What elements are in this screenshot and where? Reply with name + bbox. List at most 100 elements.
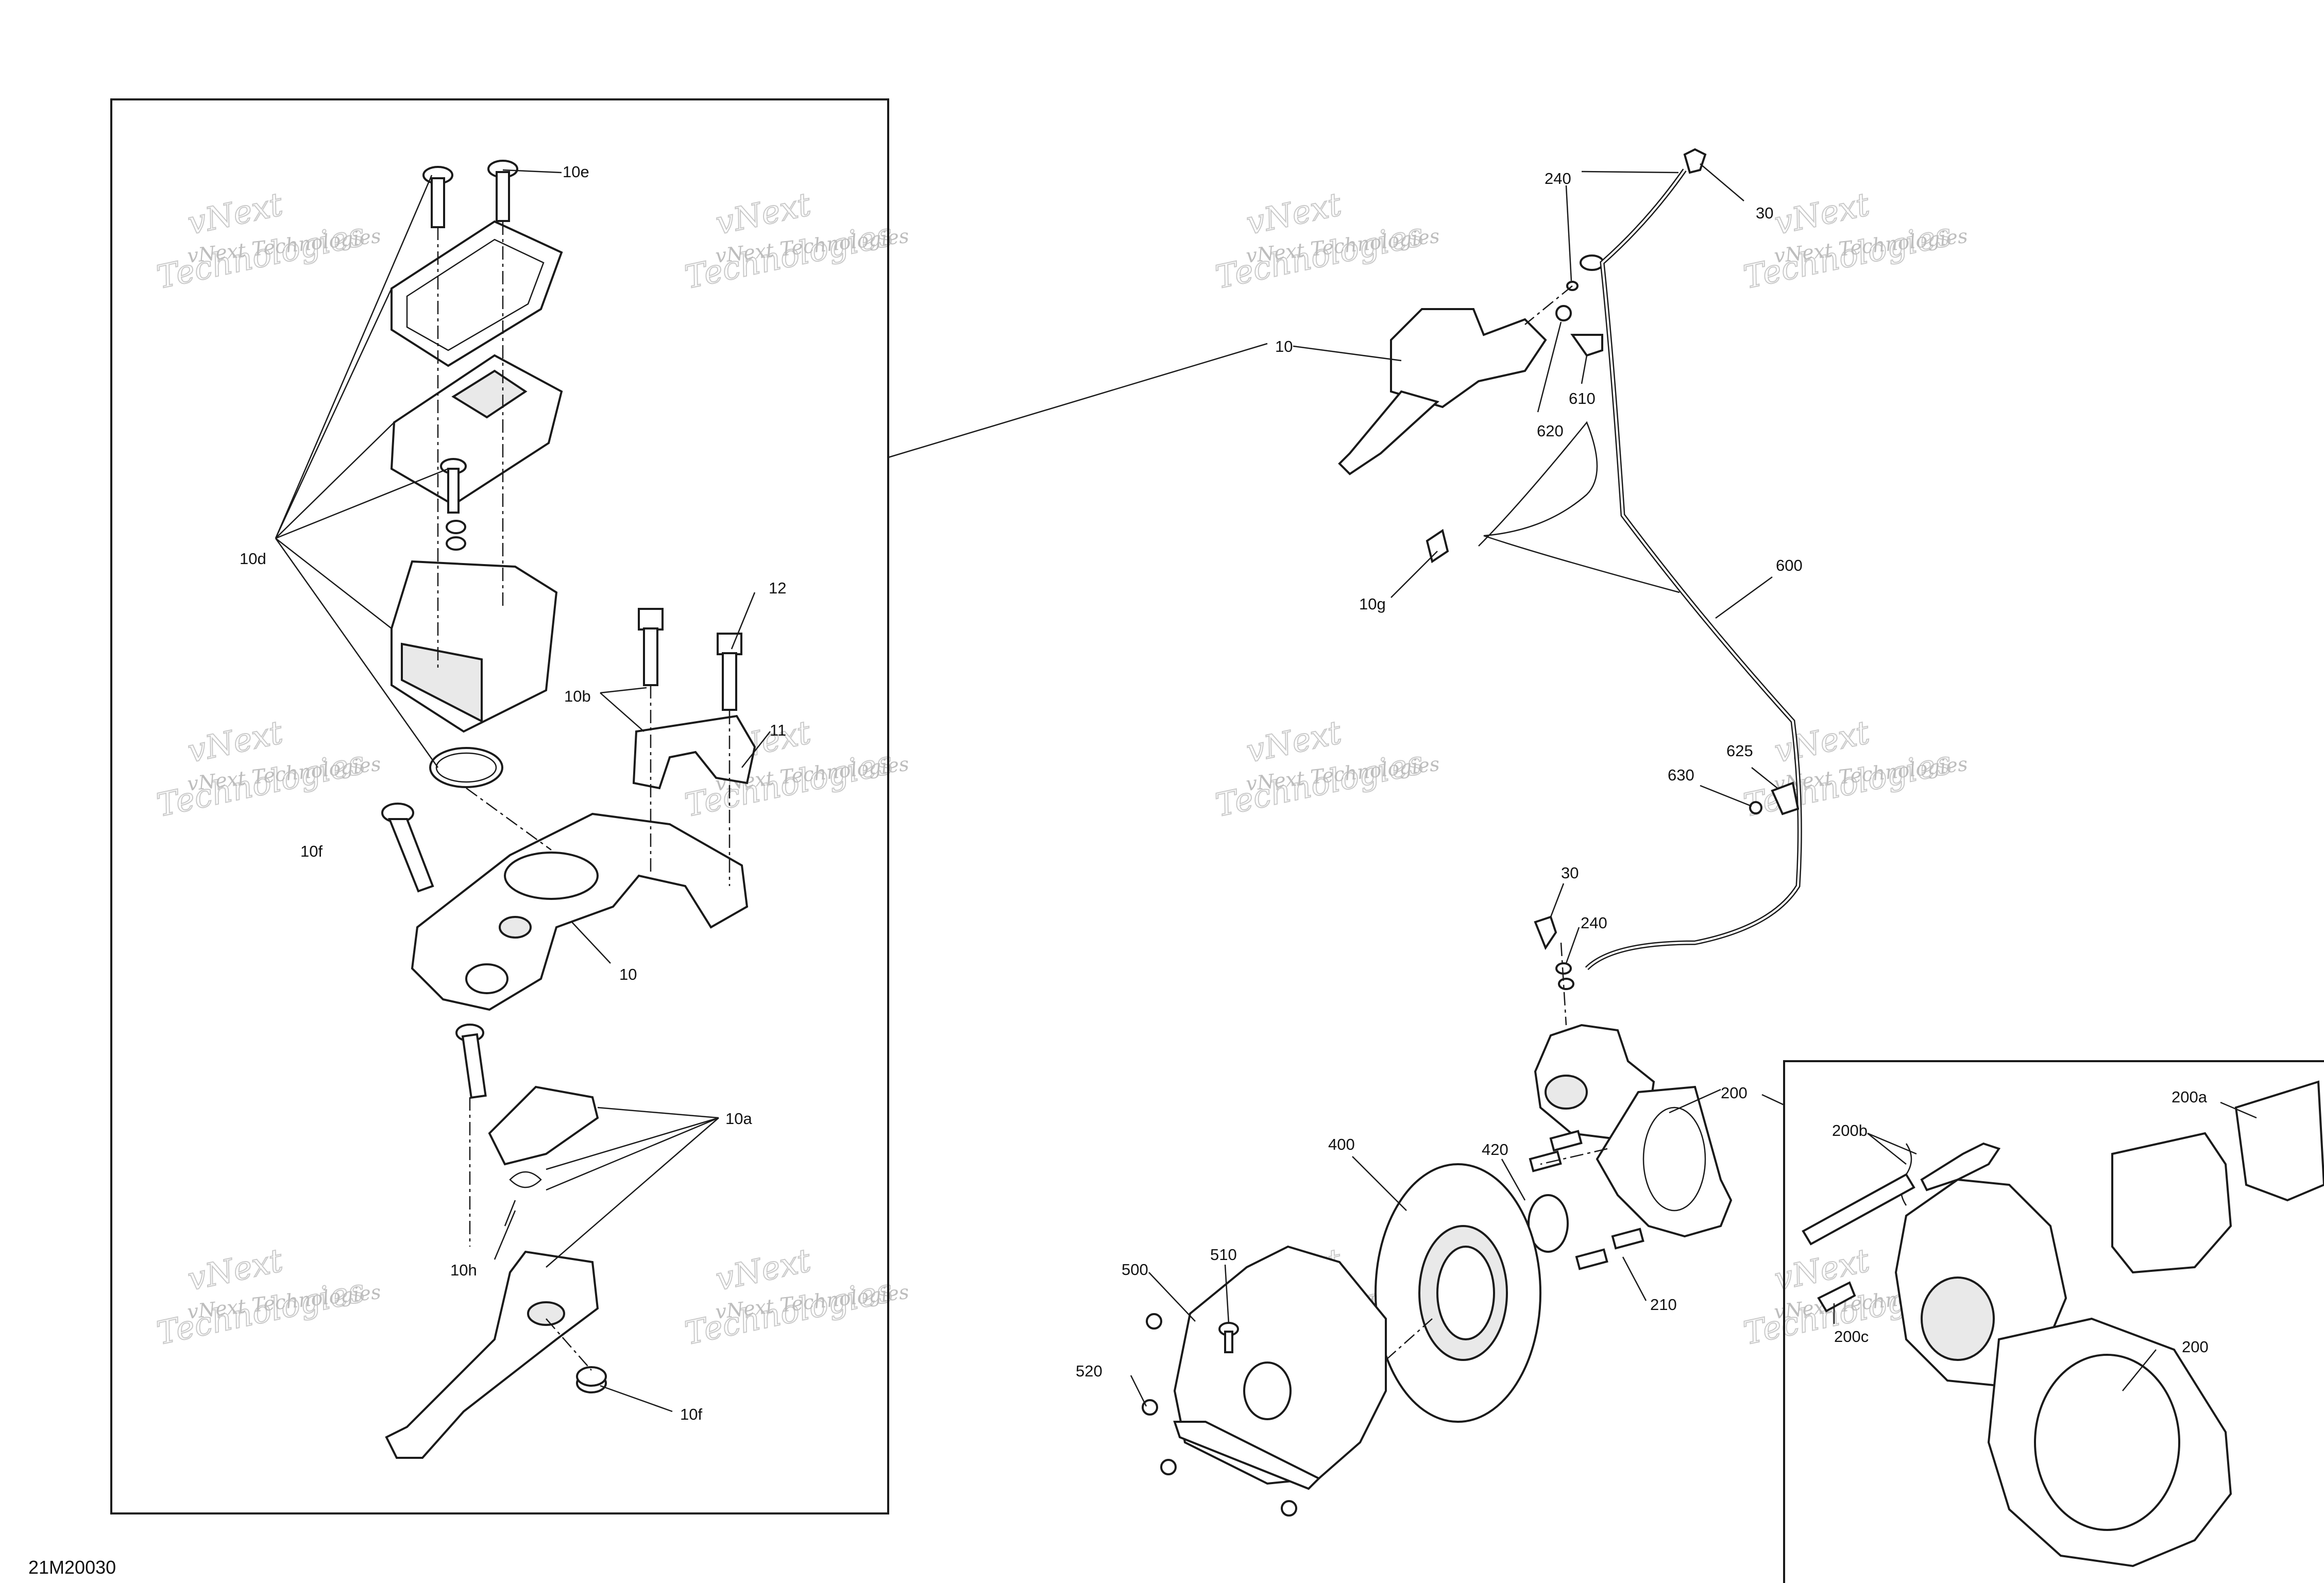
callout-400: 400 [1328, 1135, 1355, 1153]
watermark: vNext Technologies vNext Technologies [681, 185, 910, 297]
watermark-vnext: vNext [1243, 713, 1345, 770]
callout-11: 11 [770, 721, 786, 739]
master-cylinder [1390, 308, 1547, 408]
callout-200c: 200c [1834, 1327, 1869, 1346]
watermark-vnext: vNext [1771, 713, 1873, 770]
callout-600: 600 [1776, 556, 1803, 574]
washer-lower [1555, 962, 1572, 975]
callout-240-top: 240 [1545, 169, 1571, 188]
callout-625: 625 [1726, 742, 1753, 760]
callout-630: 630 [1668, 766, 1694, 784]
cover-screw [422, 166, 453, 228]
reservoir-o-ring [429, 747, 503, 788]
brake-lever [385, 1250, 599, 1459]
callout-10-left: 10 [619, 965, 637, 983]
callout-10a: 10a [725, 1110, 752, 1128]
brake-disc [1375, 1163, 1541, 1423]
watermark: vNext Technologies vNext Technologies [153, 713, 382, 825]
banjo-fitting-top [1580, 254, 1604, 271]
brake-switch-wire [1478, 421, 1680, 593]
callout-10f-top: 10f [300, 842, 323, 860]
caliper-bolt [1575, 1248, 1608, 1270]
callout-620: 620 [1537, 422, 1564, 440]
brake-assembly [1142, 148, 1802, 1517]
callout-12: 12 [769, 579, 786, 597]
plate-screw [440, 458, 467, 551]
brake-pad [2111, 1132, 2232, 1274]
callout-10-right: 10 [1275, 337, 1293, 355]
watermark: vNext Technologies vNext Technologies [153, 1241, 382, 1353]
leader-lines-right [1130, 163, 1778, 1407]
callout-10f-bottom: 10f [680, 1405, 702, 1423]
watermark-vnext: vNext [184, 185, 286, 242]
bleeder-screw [1817, 1281, 1856, 1313]
washer-lower-2 [1558, 978, 1574, 990]
leader-lines-inset [1833, 1101, 2257, 1391]
watermark: vNext Technologies vNext Technologies [681, 1241, 910, 1353]
banjo-bolt-top [1683, 148, 1707, 174]
watermark-vnext: vNext [184, 713, 286, 770]
master-cylinder-exploded [381, 160, 756, 1459]
lever-pivot-pin [455, 1024, 487, 1099]
callout-10g: 10g [1359, 595, 1386, 613]
clamp-bolt [638, 608, 664, 686]
callout-500: 500 [1122, 1261, 1148, 1279]
callout-200a: 200a [2172, 1088, 2208, 1106]
watermark: vNext Technologies vNext Technologies [1740, 713, 1969, 825]
pad-pin [1802, 1173, 1915, 1246]
watermark-vnext: vNext [713, 185, 814, 242]
banjo-bolt-lower [1534, 915, 1557, 950]
reservoir-diaphragm [390, 354, 563, 506]
guard-screw [1218, 1322, 1239, 1353]
watermark: vNext Technologies vNext Technologies [1740, 185, 1969, 297]
callouts: 10e 10d 12 10b 11 10f 10 10a 10h 10f 240… [240, 163, 2209, 1423]
lever-adjuster [488, 1085, 599, 1166]
callout-200-inset: 200 [2182, 1338, 2209, 1356]
callout-10h: 10h [450, 1261, 477, 1279]
detail-frame-master-cylinder [110, 98, 889, 1514]
bracket-bolt [1529, 1150, 1562, 1172]
handlebar-clamp [632, 714, 756, 790]
hose-clip [1570, 334, 1603, 357]
callout-520: 520 [1076, 1362, 1102, 1380]
hose-retainer [1771, 781, 1800, 815]
callout-610: 610 [1569, 389, 1596, 407]
pad-spring [1920, 1142, 2001, 1191]
watermark: vNext Technologies vNext Technologies [1212, 185, 1440, 297]
callout-30-top: 30 [1756, 204, 1773, 222]
lever-spring [504, 1171, 542, 1227]
callout-30-mid: 30 [1561, 864, 1579, 882]
watermark-vnext: vNext [713, 1241, 814, 1298]
callout-200b: 200b [1832, 1121, 1868, 1139]
callout-420: 420 [1482, 1141, 1508, 1159]
reservoir-cover [391, 220, 563, 367]
clamp-bolt [717, 633, 742, 711]
watermark-vnext: vNext [1771, 185, 1873, 242]
master-cylinder-lever [1338, 390, 1440, 475]
cover-screw [487, 160, 518, 222]
guard-nut [1160, 1459, 1177, 1475]
pivot-bolt [381, 803, 434, 893]
watermark-vnext: vNext [184, 1241, 286, 1298]
callout-200: 200 [1721, 1084, 1748, 1102]
guard-nut [1146, 1313, 1162, 1330]
bracket-o-ring [1528, 1194, 1569, 1253]
callout-10b: 10b [564, 687, 591, 705]
guard-nut [1142, 1399, 1158, 1416]
caliper-bolt [1611, 1228, 1644, 1250]
retainer-washer [1749, 801, 1762, 814]
leader-lines-left [275, 169, 771, 1412]
watermark: vNext Technologies vNext Technologies [153, 185, 382, 297]
callout-240-mid: 240 [1581, 914, 1607, 932]
watermark: vNext Technologies vNext Technologies [1212, 713, 1440, 825]
hose-grommet [1555, 305, 1572, 321]
caliper-exploded [1802, 1080, 2324, 1568]
callout-10e: 10e [563, 163, 589, 181]
watermark-vnext: vNext [1771, 1241, 1873, 1298]
detail-link-line [888, 343, 1268, 458]
brake-caliper [1534, 1024, 1655, 1140]
guard-nut [1281, 1500, 1297, 1517]
brake-pad [2234, 1080, 2324, 1202]
brake-switch-connector [1426, 529, 1449, 564]
callout-210: 210 [1650, 1296, 1677, 1314]
